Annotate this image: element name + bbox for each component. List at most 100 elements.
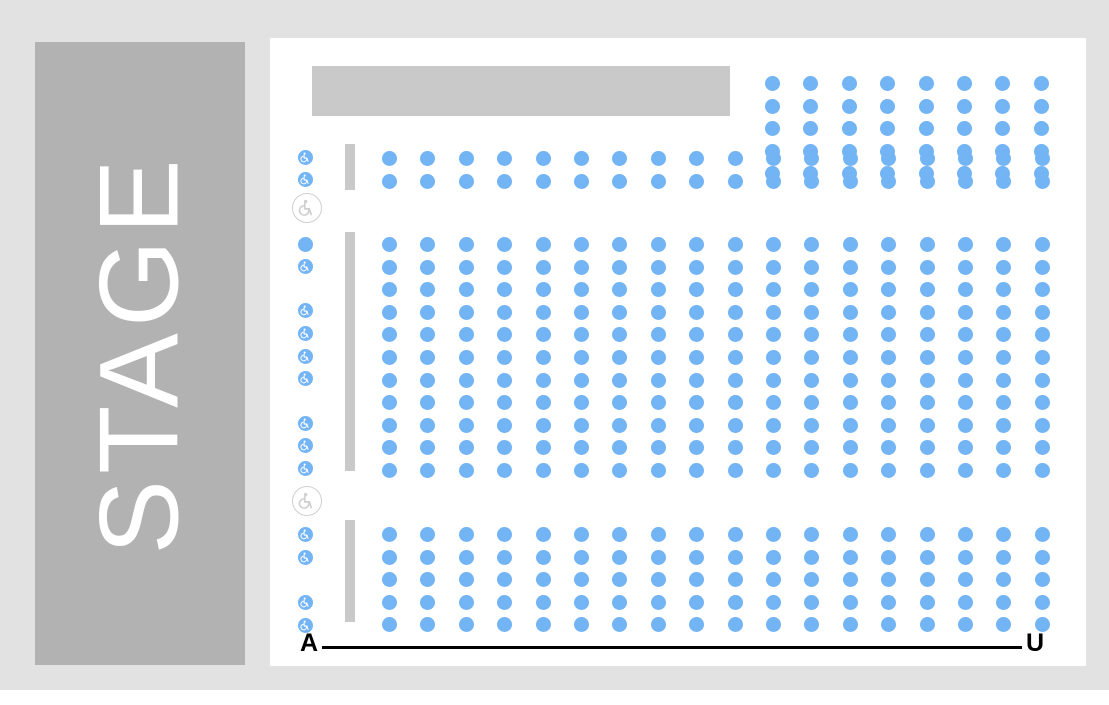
- seat[interactable]: [881, 350, 896, 365]
- seat[interactable]: [536, 151, 551, 166]
- seat[interactable]: [382, 395, 397, 410]
- seat[interactable]: [459, 527, 474, 542]
- seat[interactable]: [574, 572, 589, 587]
- seat[interactable]: [651, 617, 666, 632]
- seat[interactable]: [996, 237, 1011, 252]
- seat[interactable]: [995, 121, 1010, 136]
- seat[interactable]: [958, 327, 973, 342]
- seat[interactable]: [536, 572, 551, 587]
- seat[interactable]: [996, 282, 1011, 297]
- seat[interactable]: [459, 418, 474, 433]
- seat[interactable]: [920, 418, 935, 433]
- seat[interactable]: [689, 282, 704, 297]
- seat[interactable]: [728, 282, 743, 297]
- seat[interactable]: [574, 595, 589, 610]
- seat[interactable]: [765, 99, 780, 114]
- seat[interactable]: [880, 99, 895, 114]
- seat[interactable]: [728, 418, 743, 433]
- seat[interactable]: [766, 237, 781, 252]
- seat[interactable]: [574, 327, 589, 342]
- seat[interactable]: [958, 550, 973, 565]
- seat[interactable]: [881, 373, 896, 388]
- seat[interactable]: [497, 418, 512, 433]
- seat[interactable]: [574, 418, 589, 433]
- seat[interactable]: [497, 440, 512, 455]
- seat[interactable]: [382, 327, 397, 342]
- seat[interactable]: [536, 260, 551, 275]
- seat[interactable]: [420, 527, 435, 542]
- seat[interactable]: [996, 327, 1011, 342]
- seat[interactable]: [766, 305, 781, 320]
- seat[interactable]: [728, 527, 743, 542]
- seat[interactable]: [612, 463, 627, 478]
- seat[interactable]: [1035, 527, 1050, 542]
- seat[interactable]: [574, 527, 589, 542]
- seat[interactable]: [804, 174, 819, 189]
- seat[interactable]: [382, 550, 397, 565]
- seat[interactable]: [612, 572, 627, 587]
- seat[interactable]: [574, 282, 589, 297]
- seat[interactable]: [766, 174, 781, 189]
- seat[interactable]: [765, 76, 780, 91]
- seat[interactable]: [459, 373, 474, 388]
- seat[interactable]: [382, 418, 397, 433]
- seat[interactable]: [651, 440, 666, 455]
- seat[interactable]: [804, 282, 819, 297]
- wheelchair-icon[interactable]: [298, 150, 313, 165]
- seat[interactable]: [996, 260, 1011, 275]
- seat[interactable]: [536, 237, 551, 252]
- seat[interactable]: [459, 550, 474, 565]
- seat[interactable]: [920, 395, 935, 410]
- seat[interactable]: [459, 237, 474, 252]
- seat[interactable]: [651, 327, 666, 342]
- seat[interactable]: [881, 617, 896, 632]
- seat[interactable]: [574, 373, 589, 388]
- seat[interactable]: [804, 527, 819, 542]
- seat[interactable]: [651, 282, 666, 297]
- seat[interactable]: [497, 151, 512, 166]
- seat[interactable]: [843, 327, 858, 342]
- wheelchair-icon[interactable]: [298, 550, 313, 565]
- seat[interactable]: [996, 350, 1011, 365]
- wheelchair-icon[interactable]: [298, 595, 313, 610]
- seat[interactable]: [420, 617, 435, 632]
- seat[interactable]: [843, 305, 858, 320]
- seat[interactable]: [920, 260, 935, 275]
- seat[interactable]: [689, 572, 704, 587]
- seat[interactable]: [843, 395, 858, 410]
- seat[interactable]: [881, 327, 896, 342]
- wheelchair-area-icon[interactable]: [292, 486, 322, 516]
- seat[interactable]: [574, 237, 589, 252]
- seat[interactable]: [382, 527, 397, 542]
- seat[interactable]: [958, 151, 973, 166]
- seat[interactable]: [420, 350, 435, 365]
- seat[interactable]: [843, 463, 858, 478]
- seat[interactable]: [536, 350, 551, 365]
- seat[interactable]: [996, 440, 1011, 455]
- seat[interactable]: [497, 595, 512, 610]
- seat[interactable]: [651, 418, 666, 433]
- seat[interactable]: [651, 373, 666, 388]
- seat[interactable]: [881, 440, 896, 455]
- seat[interactable]: [689, 595, 704, 610]
- seat[interactable]: [1035, 260, 1050, 275]
- seat[interactable]: [420, 440, 435, 455]
- seat[interactable]: [880, 76, 895, 91]
- seat[interactable]: [536, 550, 551, 565]
- seat[interactable]: [651, 151, 666, 166]
- seat[interactable]: [689, 395, 704, 410]
- seat[interactable]: [881, 282, 896, 297]
- seat[interactable]: [689, 373, 704, 388]
- seat[interactable]: [804, 595, 819, 610]
- seat[interactable]: [689, 327, 704, 342]
- seat[interactable]: [842, 121, 857, 136]
- seat[interactable]: [382, 617, 397, 632]
- seat[interactable]: [996, 550, 1011, 565]
- seat[interactable]: [536, 305, 551, 320]
- seat[interactable]: [920, 550, 935, 565]
- seat[interactable]: [536, 174, 551, 189]
- seat[interactable]: [651, 463, 666, 478]
- seat[interactable]: [382, 440, 397, 455]
- seat[interactable]: [728, 395, 743, 410]
- seat[interactable]: [958, 595, 973, 610]
